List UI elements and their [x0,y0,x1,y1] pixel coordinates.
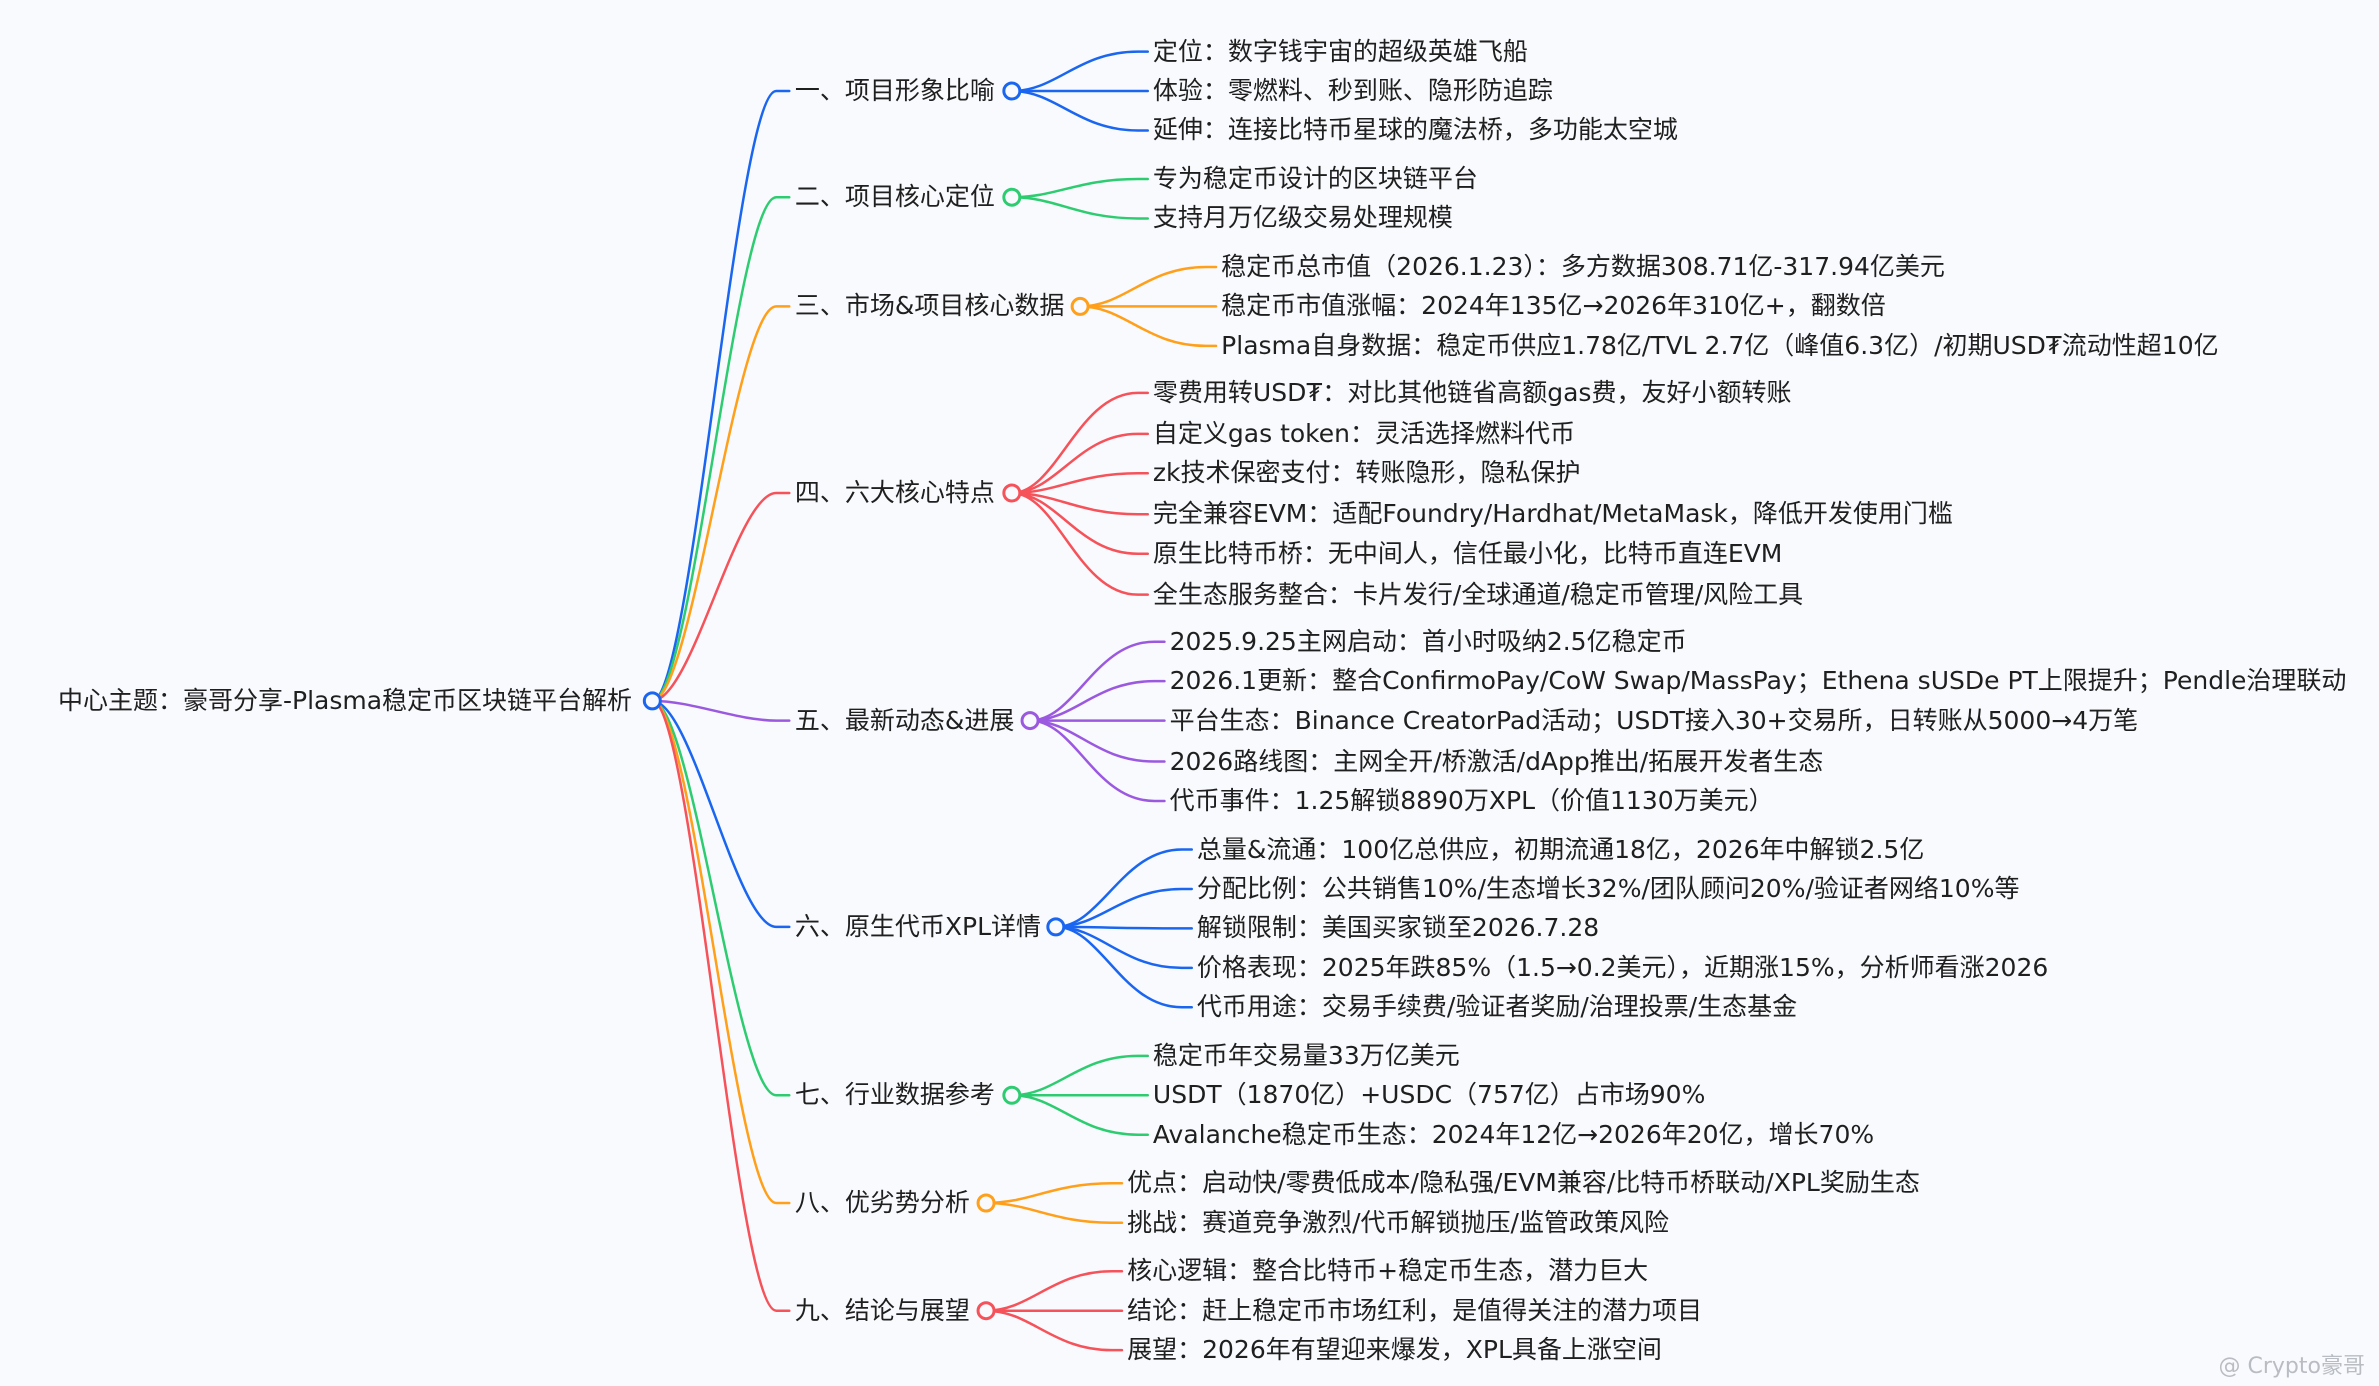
branch-topic[interactable]: 四、六大核心特点 [794,478,995,508]
leaf-topic[interactable]: 解锁限制：美国买家锁至2026.7.28 [1196,913,1600,943]
leaf-connector [1054,925,1193,1009]
leaf-connector [1054,848,1193,929]
leaf-connector [1010,1094,1149,1136]
branch-topic[interactable]: 五、最新动态&进展 [794,705,1015,735]
leaf-topic[interactable]: 代币事件：1.25解锁8890万XPL（价值1130万美元） [1169,785,1774,815]
leaf-topic[interactable]: 2026路线图：主网全开/桥激活/dApp推出/拓展开发者生态 [1169,746,1824,776]
leaf-connector [1010,89,1149,132]
leaf-topic[interactable]: 稳定币市值涨幅：2024年135亿→2026年310亿+，翻数倍 [1221,291,1886,321]
leaf-connector [1010,50,1149,93]
leaf-connector [1010,491,1149,596]
leaf-connector [984,1182,1124,1205]
leaf-connector [1010,177,1149,199]
branch-connector [651,195,791,703]
branch-collapse-toggle[interactable] [1002,1085,1022,1105]
leaf-connector [984,1270,1124,1312]
branch-connector [651,89,791,703]
watermark: @ Crypto豪哥 [2218,1354,2365,1379]
leaf-topic[interactable]: 代币用途：交易手续费/验证者奖励/治理投票/生态基金 [1196,992,1798,1022]
leaf-connector [984,1309,1124,1352]
leaf-topic[interactable]: USDT（1870亿）+USDC（757亿）占市场90% [1152,1080,1706,1110]
leaf-topic[interactable]: 结论：赶上稳定币市场红利，是值得关注的潜力项目 [1127,1295,1703,1325]
branch-collapse-toggle[interactable] [1002,81,1022,101]
leaf-connector [1010,472,1149,495]
leaf-topic[interactable]: Avalanche稳定币生态：2024年12亿→2026年20亿，增长70% [1152,1119,1875,1149]
leaf-topic[interactable]: 展望：2026年有望迎来爆发，XPL具备上涨空间 [1127,1335,1662,1365]
branch-collapse-toggle[interactable] [1002,483,1022,503]
branch-collapse-toggle[interactable] [976,1193,996,1213]
branch-topic[interactable]: 三、市场&项目核心数据 [794,291,1065,321]
leaf-topic[interactable]: 延伸：连接比特币星球的魔法桥，多功能太空城 [1152,115,1678,145]
branch-topic[interactable]: 二、项目核心定位 [794,182,995,212]
leaf-topic[interactable]: zk技术保密支付：转账隐形，隐私保护 [1152,458,1581,488]
root-collapse-toggle[interactable] [642,691,662,711]
leaf-connector [1054,925,1193,970]
branch-connector [651,491,791,703]
leaf-topic[interactable]: 平台生态：Binance CreatorPad活动；USDT接入30+交易所，日… [1169,705,2139,735]
branch-collapse-toggle[interactable] [1046,917,1066,937]
leaf-connector [1054,925,1193,930]
leaf-connector [1028,640,1166,722]
leaf-connector [1078,265,1218,308]
branch-connector [651,699,791,1205]
branch-topic[interactable]: 八、优劣势分析 [794,1187,970,1217]
leaf-topic[interactable]: 零费用转USD₮：对比其他链省高额gas费，友好小额转账 [1152,377,1792,407]
leaf-topic[interactable]: 稳定币总市值（2026.1.23）：多方数据308.71亿-317.94亿美元 [1221,251,1945,281]
branch-connector [651,699,791,722]
leaf-topic[interactable]: 2025.9.25主网启动：首小时吸纳2.5亿稳定币 [1169,626,1687,656]
leaf-connector [1028,679,1166,722]
leaf-topic[interactable]: 稳定币年交易量33万亿美元 [1152,1040,1460,1070]
leaf-connector [1010,491,1149,555]
branch-topic[interactable]: 九、结论与展望 [794,1295,970,1325]
branch-collapse-toggle[interactable] [976,1301,996,1321]
branch-connector [651,699,791,1312]
leaf-connector [1010,1054,1149,1097]
leaf-topic[interactable]: 挑战：赛道竞争激烈/代币解锁抛压/监管政策风险 [1127,1207,1669,1237]
branch-connector [651,699,791,1097]
leaf-topic[interactable]: 核心逻辑：整合比特币+稳定币生态，潜力巨大 [1127,1256,1649,1286]
leaf-connector [1028,719,1166,803]
branch-collapse-toggle[interactable] [1070,296,1090,316]
leaf-topic[interactable]: 自定义gas token：灵活选择燃料代币 [1152,418,1575,448]
leaf-topic[interactable]: 优点：启动快/零费低成本/隐私强/EVM兼容/比特币桥联动/XPL奖励生态 [1127,1168,1920,1198]
leaf-topic[interactable]: 原生比特币桥：无中间人，信任最小化，比特币直连EVM [1152,538,1783,568]
branch-topic[interactable]: 一、项目形象比喻 [794,76,995,106]
leaf-connector [1010,491,1149,516]
branch-connector [651,305,791,703]
branch-connector [651,699,791,929]
leaf-topic[interactable]: 专为稳定币设计的区块链平台 [1152,164,1478,193]
branch-collapse-toggle[interactable] [1020,711,1040,731]
leaf-connector [1078,305,1218,348]
leaf-connector [1010,195,1149,220]
branch-topic[interactable]: 六、原生代币XPL详情 [794,911,1042,941]
leaf-topic[interactable]: 支持月万亿级交易处理规模 [1152,203,1453,233]
leaf-connector [1054,887,1193,929]
leaf-topic[interactable]: Plasma自身数据：稳定币供应1.78亿/TVL 2.7亿（峰值6.3亿）/初… [1221,330,2219,360]
leaf-connector [1028,719,1166,763]
leaf-connector [1010,432,1149,495]
leaf-topic[interactable]: 体验：零燃料、秒到账、隐形防追踪 [1152,76,1553,106]
leaf-topic[interactable]: 全生态服务整合：卡片发行/全球通道/稳定币管理/风险工具 [1152,579,1804,609]
leaf-topic[interactable]: 定位：数字钱宇宙的超级英雄飞船 [1152,36,1528,66]
leaf-connector [1010,391,1149,495]
branch-topic[interactable]: 七、行业数据参考 [794,1080,995,1110]
leaf-topic[interactable]: 总量&流通：100亿总供应，初期流通18亿，2026年中解锁2.5亿 [1196,834,1925,864]
leaf-topic[interactable]: 完全兼容EVM：适配Foundry/Hardhat/MetaMask，降低开发使… [1152,499,1953,529]
leaf-topic[interactable]: 分配比例：公共销售10%/生态增长32%/团队顾问20%/验证者网络10%等 [1196,873,2020,903]
leaf-connector [984,1201,1124,1224]
root-topic[interactable]: 中心主题：豪哥分享-Plasma稳定币区块链平台解析 [58,686,633,715]
leaf-topic[interactable]: 2026.1更新：整合ConfirmoPay/CoW Swap/MassPay；… [1169,666,2347,696]
leaf-topic[interactable]: 价格表现：2025年跌85%（1.5→0.2美元），近期涨15%，分析师看涨20… [1196,952,2049,982]
branch-collapse-toggle[interactable] [1002,187,1022,207]
